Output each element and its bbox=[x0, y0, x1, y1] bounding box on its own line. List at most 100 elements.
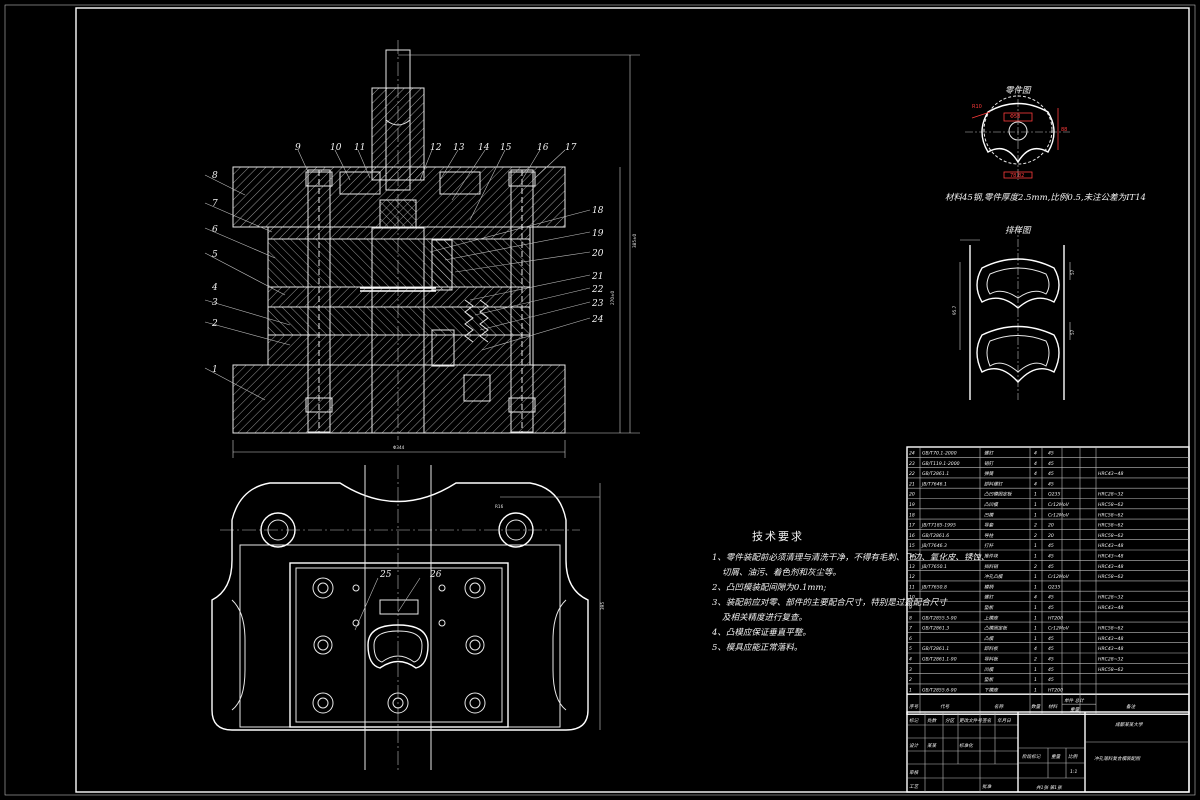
part-num-19: 19 bbox=[592, 229, 604, 239]
bom-cell-no: 20 bbox=[909, 492, 915, 498]
svg-text:57: 57 bbox=[1070, 329, 1075, 335]
bom-cell-qty: 1 bbox=[1034, 677, 1037, 683]
bom-cell-code: GB/T2861.3 bbox=[922, 626, 949, 632]
bom-cell-name: 导套 bbox=[984, 523, 995, 529]
svg-text:270±0: 270±0 bbox=[610, 290, 615, 305]
bom-cell-code: GB/T2861.6 bbox=[922, 533, 949, 539]
bom-cell-no: 15 bbox=[909, 543, 915, 549]
bom-cell-no: 3 bbox=[909, 667, 912, 673]
label-26: 26 bbox=[429, 570, 442, 580]
part-num-4: 4 bbox=[211, 283, 218, 293]
bom-cell-qty: 1 bbox=[1034, 687, 1037, 693]
tb-process: 工艺 bbox=[909, 784, 920, 790]
bom-cell-name: 导料板 bbox=[984, 657, 999, 663]
bom-head-name: 名称 bbox=[994, 704, 1005, 710]
tech-req-3b: 及相关精度进行复查。 bbox=[722, 612, 807, 623]
tb-design: 设计 bbox=[909, 743, 919, 749]
part-num-20: 20 bbox=[591, 249, 604, 259]
bom-cell-note: HRC43~48 bbox=[1098, 554, 1123, 560]
tb-weight: 重量 bbox=[1051, 754, 1061, 760]
bom-head-qty: 数量 bbox=[1031, 704, 1041, 710]
bom-cell-material: Q235 bbox=[1048, 492, 1060, 498]
bom-cell-material: 45 bbox=[1048, 646, 1054, 652]
svg-text:395: 395 bbox=[600, 602, 605, 610]
tb-zone: 分区 bbox=[945, 718, 956, 724]
part-num-14: 14 bbox=[478, 143, 490, 153]
bom-cell-material: 45 bbox=[1048, 481, 1054, 487]
part-num-15: 15 bbox=[500, 143, 512, 153]
svg-text:57: 57 bbox=[1070, 269, 1075, 275]
front-section-view: Φ344 385±0 270±0 bbox=[204, 40, 640, 458]
bom-cell-note: HRC28~32 bbox=[1098, 595, 1123, 601]
part-num-5: 5 bbox=[212, 250, 218, 260]
part-num-16: 16 bbox=[537, 143, 549, 153]
bom-cell-qty: 4 bbox=[1034, 481, 1037, 487]
tb-designer: 某某 bbox=[927, 743, 938, 749]
bom-cell-name: 凸凹模 bbox=[984, 502, 999, 508]
part-num-13: 13 bbox=[453, 143, 465, 153]
part-num-11: 11 bbox=[354, 143, 365, 153]
part-num-21: 21 bbox=[591, 272, 603, 282]
bom-cell-material: Cr12MoV bbox=[1048, 574, 1070, 580]
part-num-22: 22 bbox=[591, 285, 604, 295]
part-num-1: 1 bbox=[212, 365, 218, 375]
bom-cell-code: GB/T119.1-2000 bbox=[922, 461, 960, 467]
svg-text:Φ58: Φ58 bbox=[1010, 114, 1020, 120]
bom-cell-code: JB/T7646.1 bbox=[921, 481, 947, 487]
tech-req-3: 3、装配前应对零、部件的主要配合尺寸，特别是过盈配合尺寸 bbox=[712, 597, 948, 608]
bom-cell-note: HRC58~62 bbox=[1098, 626, 1123, 632]
bom-cell-no: 17 bbox=[909, 523, 915, 529]
part-num-18: 18 bbox=[592, 206, 604, 216]
bom-cell-qty: 1 bbox=[1034, 667, 1037, 673]
bom-cell-name: 下模座 bbox=[984, 687, 999, 693]
bom-cell-material: HT200 bbox=[1048, 687, 1063, 693]
tech-req-2: 2、凸凹模装配间隙为0.1mm; bbox=[711, 582, 827, 593]
tb-drawing-title: 冲孔落料复合模装配图 bbox=[1094, 756, 1141, 762]
bom-cell-name: 上模座 bbox=[984, 615, 999, 621]
bom-cell-name: 螺钉 bbox=[984, 595, 995, 601]
bom-cell-material: Q235 bbox=[1048, 584, 1060, 590]
bom-cell-qty: 1 bbox=[1034, 636, 1037, 642]
part-num-2: 2 bbox=[211, 319, 218, 329]
bom-cell-no: 14 bbox=[909, 554, 915, 560]
part-num-17: 17 bbox=[565, 143, 577, 153]
bom-cell-code: GB/T2855.5-90 bbox=[922, 615, 957, 621]
svg-text:385±0: 385±0 bbox=[632, 233, 637, 248]
bom-cell-qty: 2 bbox=[1034, 533, 1037, 539]
bom-cell-material: 45 bbox=[1048, 657, 1054, 663]
svg-text:R10: R10 bbox=[972, 104, 982, 110]
bom-cell-no: 10 bbox=[909, 595, 915, 601]
bom-cell-qty: 2 bbox=[1034, 657, 1037, 663]
bom-cell-material: 45 bbox=[1048, 554, 1054, 560]
bom-cell-name: 弹簧 bbox=[984, 471, 995, 477]
bom-cell-note: HRC58~62 bbox=[1098, 667, 1123, 673]
bom-cell-code: JB/T7650.1 bbox=[921, 564, 947, 570]
top-view: 395 R16 25 26 bbox=[211, 465, 605, 770]
svg-text:78.82: 78.82 bbox=[1010, 173, 1024, 179]
part-num-24: 24 bbox=[591, 315, 604, 325]
bom-cell-no: 19 bbox=[909, 502, 915, 508]
bom-cell-no: 12 bbox=[909, 574, 915, 580]
bom-cell-note: HRC43~48 bbox=[1098, 471, 1123, 477]
bom-cell-material: 45 bbox=[1048, 564, 1054, 570]
bom-cell-no: 4 bbox=[909, 657, 912, 663]
part-num-9: 9 bbox=[295, 143, 301, 153]
bom-cell-name: 凸模固定板 bbox=[984, 626, 1008, 632]
bom-cell-material: 45 bbox=[1048, 595, 1054, 601]
bom-cell-material: Cr12MoV bbox=[1048, 512, 1070, 518]
bom-cell-material: 45 bbox=[1048, 543, 1054, 549]
bom-cell-note: HRC43~48 bbox=[1098, 543, 1123, 549]
bom-cell-material: 45 bbox=[1048, 471, 1054, 477]
